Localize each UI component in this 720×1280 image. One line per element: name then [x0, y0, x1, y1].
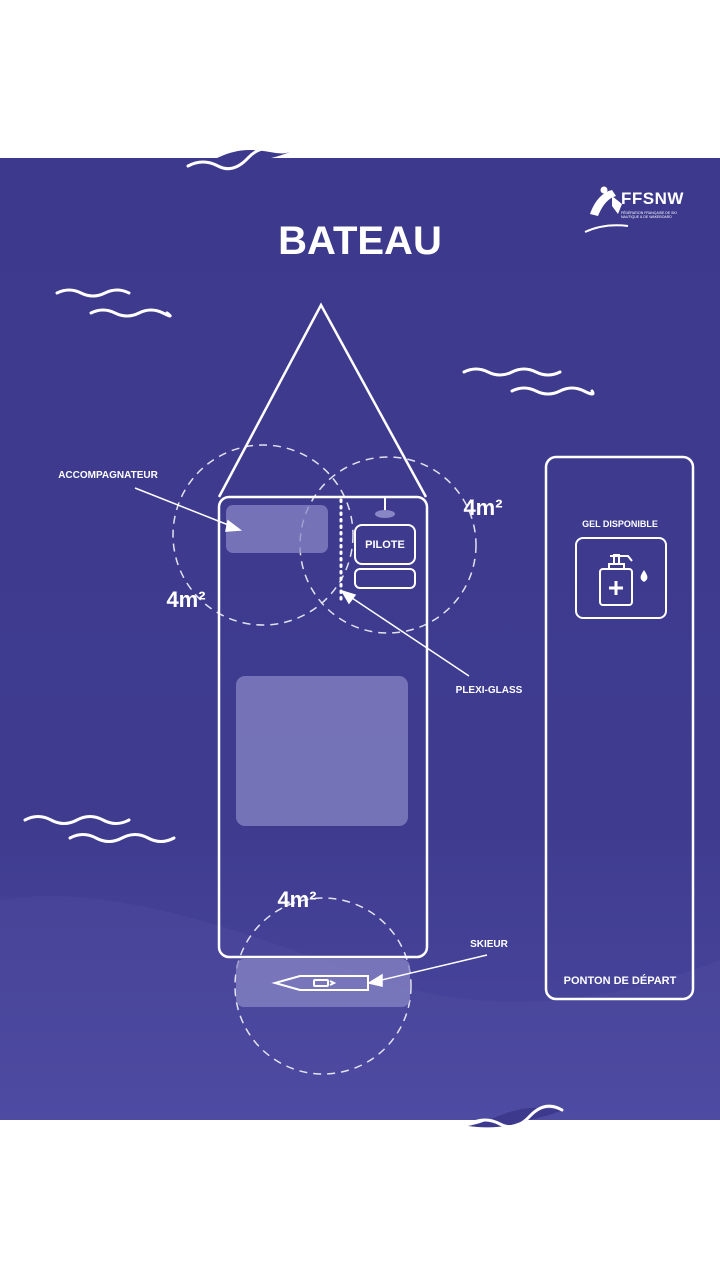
cargo-zone — [236, 676, 408, 826]
area-left-label: 4m² — [166, 587, 205, 612]
pointer-arrows — [134, 487, 488, 987]
pilot-seat — [354, 524, 416, 589]
wave-icon — [186, 146, 564, 1129]
sanitizer-box — [575, 537, 667, 619]
wave-icon — [23, 288, 595, 843]
area-bottom-label: 4m² — [277, 887, 316, 912]
hand-sanitizer-icon — [599, 554, 648, 606]
skier-zone — [236, 959, 410, 1007]
plexi-glass-label: PLEXI-GLASS — [456, 685, 523, 696]
area-right-label: 4m² — [463, 495, 502, 520]
page-title: BATEAU — [278, 219, 442, 263]
ponton-outline — [544, 455, 695, 1001]
ponton-label: PONTON DE DÉPART — [564, 974, 677, 987]
distance-circles — [172, 444, 477, 1075]
passenger-zone — [226, 505, 328, 553]
accompagnateur-label: ACCOMPAGNATEUR — [58, 470, 158, 481]
skier-logo-icon — [584, 186, 629, 233]
steering-wheel-icon — [375, 510, 395, 518]
skieur-label: SKIEUR — [470, 939, 509, 950]
gel-label: GEL DISPONIBLE — [582, 519, 658, 529]
boat-outline — [217, 302, 429, 959]
logo-subtitle: FÉDÉRATION FRANÇAISE DE SKI NAUTIQUE & D… — [621, 211, 677, 219]
pilote-label: PILOTE — [365, 539, 405, 551]
logo-name: FFSNW — [621, 189, 684, 208]
zones — [226, 505, 410, 1007]
water-texture — [0, 896, 720, 1120]
